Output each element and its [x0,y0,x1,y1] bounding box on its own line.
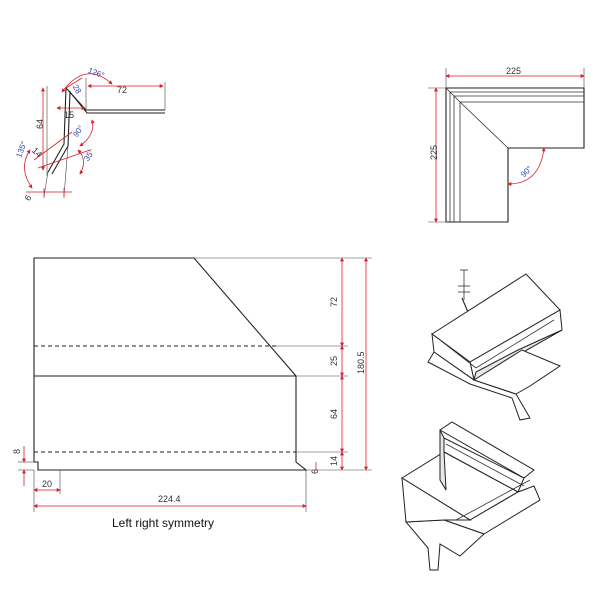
isometric-view-bottom [401,421,541,571]
width-224-4-label: 224.4 [158,494,181,504]
angle-90-label: 90° [71,124,85,139]
profile-outline-inner [51,90,165,175]
seg-64-label: 64 [329,409,339,419]
seg-25-label: 25 [329,356,339,366]
profile-section: 126° 28 72 64 15 135° 14 90° 35° 6 [14,66,166,203]
length-64-label: 64 [35,119,45,129]
total-180-5-label: 180.5 [356,351,366,374]
top-angle-label: 90° [519,164,534,179]
seg-14-label: 14 [329,456,339,466]
length-72-label: 72 [117,85,127,95]
length-14-label: 14 [30,145,44,159]
flange-8-label: 8 [12,449,22,454]
angle-126-label: 126° [87,66,106,80]
flat-pattern: 72 25 64 14 180.5 8 6 20 224.4 Left righ… [12,257,372,530]
length-15-label: 15 [64,110,74,120]
flange-6-label: 6 [310,469,320,474]
isometric-view-top [427,269,563,421]
length-6-label: 6 [22,193,33,203]
seg-72-label: 72 [329,297,339,307]
top-view: 225 225 90° [428,66,585,223]
length-28-label: 28 [71,83,84,96]
flat-pattern-outline [33,257,308,471]
symmetry-caption: Left right symmetry [112,516,214,530]
top-width-label: 225 [506,66,521,76]
angle-35-label: 35° [82,148,96,163]
profile-outline [47,86,165,173]
top-height-label: 225 [429,145,439,160]
tab-20-label: 20 [42,479,52,489]
